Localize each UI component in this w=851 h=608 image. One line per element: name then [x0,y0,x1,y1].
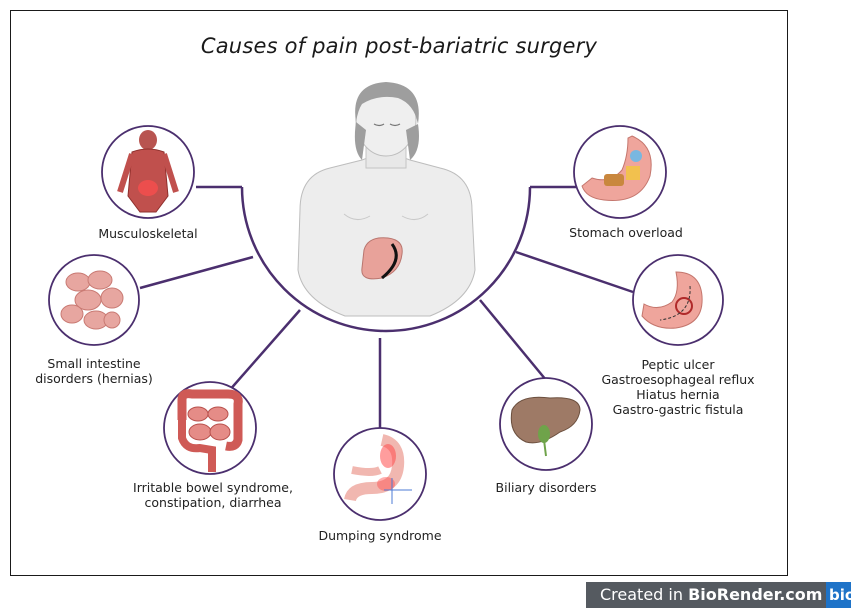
label-musculoskeletal: Musculoskeletal [78,226,218,241]
peptic-icon [633,255,723,345]
label-ibs: Irritable bowel syndrome, constipation, … [118,480,308,510]
label-peptic: Peptic ulcer Gastroesophageal reflux Hia… [588,357,768,417]
label-line: constipation, diarrhea [118,495,308,510]
label-biliary: Biliary disorders [476,480,616,495]
label-small-intestine: Small intestine disorders (hernias) [14,356,174,386]
label-line: Gastro-gastric fistula [588,402,768,417]
badge-brand: BioRender.com [688,585,822,604]
biorender-badge[interactable]: Created in BioRender.com [586,582,826,608]
label-line: Biliary disorders [476,480,616,495]
label-line: Gastroesophageal reflux [588,372,768,387]
label-line: disorders (hernias) [14,371,174,386]
connector-biliary [480,300,546,380]
label-line: Peptic ulcer [588,357,768,372]
label-line: Irritable bowel syndrome, [118,480,308,495]
label-line: Stomach overload [556,225,696,240]
musculoskeletal-icon [102,126,194,218]
label-line: Dumping syndrome [300,528,460,543]
biliary-icon [500,378,592,470]
connector-ibs [228,310,300,392]
small-intestine-icon [49,255,139,345]
label-line: Musculoskeletal [78,226,218,241]
torso-figure [298,82,475,316]
label-dumping: Dumping syndrome [300,528,460,543]
dumping-icon [334,428,426,520]
label-line: Small intestine [14,356,174,371]
biorender-logo-icon[interactable]: bio [826,582,851,608]
badge-prefix: Created in [600,585,688,604]
label-line: Hiatus hernia [588,387,768,402]
connector-peptic [516,252,633,292]
stomach-overload-icon [574,126,666,218]
connector-small-intestine [140,257,253,288]
ibs-icon [164,382,256,474]
label-stomach-overload: Stomach overload [556,225,696,240]
